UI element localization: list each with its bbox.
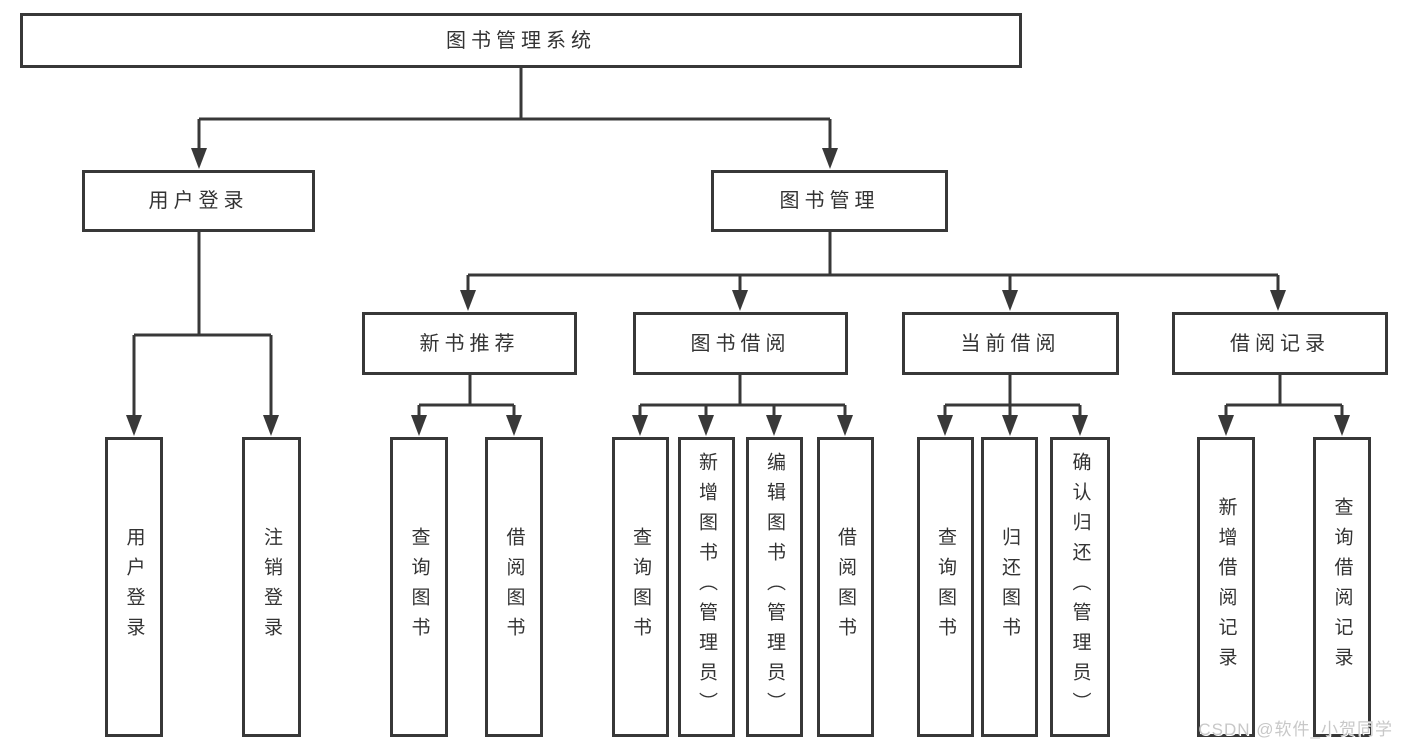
leaf-add-borrow-record: 新增借阅记录 [1197,437,1255,737]
leaf-add-books-admin: 新增图书（管理员） [678,437,735,737]
leaf-borrow-books-recommend: 借阅图书 [485,437,543,737]
node-library-system: 图书管理系统 [20,13,1022,68]
node-book-borrowing: 图书借阅 [633,312,848,375]
leaf-query-borrow-record: 查询借阅记录 [1313,437,1371,737]
leaf-logout: 注销登录 [242,437,301,737]
leaf-query-books-borrowing: 查询图书 [612,437,669,737]
leaf-confirm-return-admin: 确认归还（管理员） [1050,437,1110,737]
leaf-edit-books-admin: 编辑图书（管理员） [746,437,803,737]
leaf-user-login: 用户登录 [105,437,163,737]
leaf-borrow-books-borrowing: 借阅图书 [817,437,874,737]
leaf-return-books: 归还图书 [981,437,1038,737]
leaf-query-books-current: 查询图书 [917,437,974,737]
arrowheads [126,148,1350,436]
node-current-borrowing: 当前借阅 [902,312,1119,375]
leaf-query-books-recommend: 查询图书 [390,437,448,737]
node-user-login: 用户登录 [82,170,315,232]
node-borrowing-records: 借阅记录 [1172,312,1388,375]
node-new-book-recommend: 新书推荐 [362,312,577,375]
node-book-management: 图书管理 [711,170,948,232]
csdn-watermark: CSDN @软件_小贺同学 [1198,720,1393,739]
